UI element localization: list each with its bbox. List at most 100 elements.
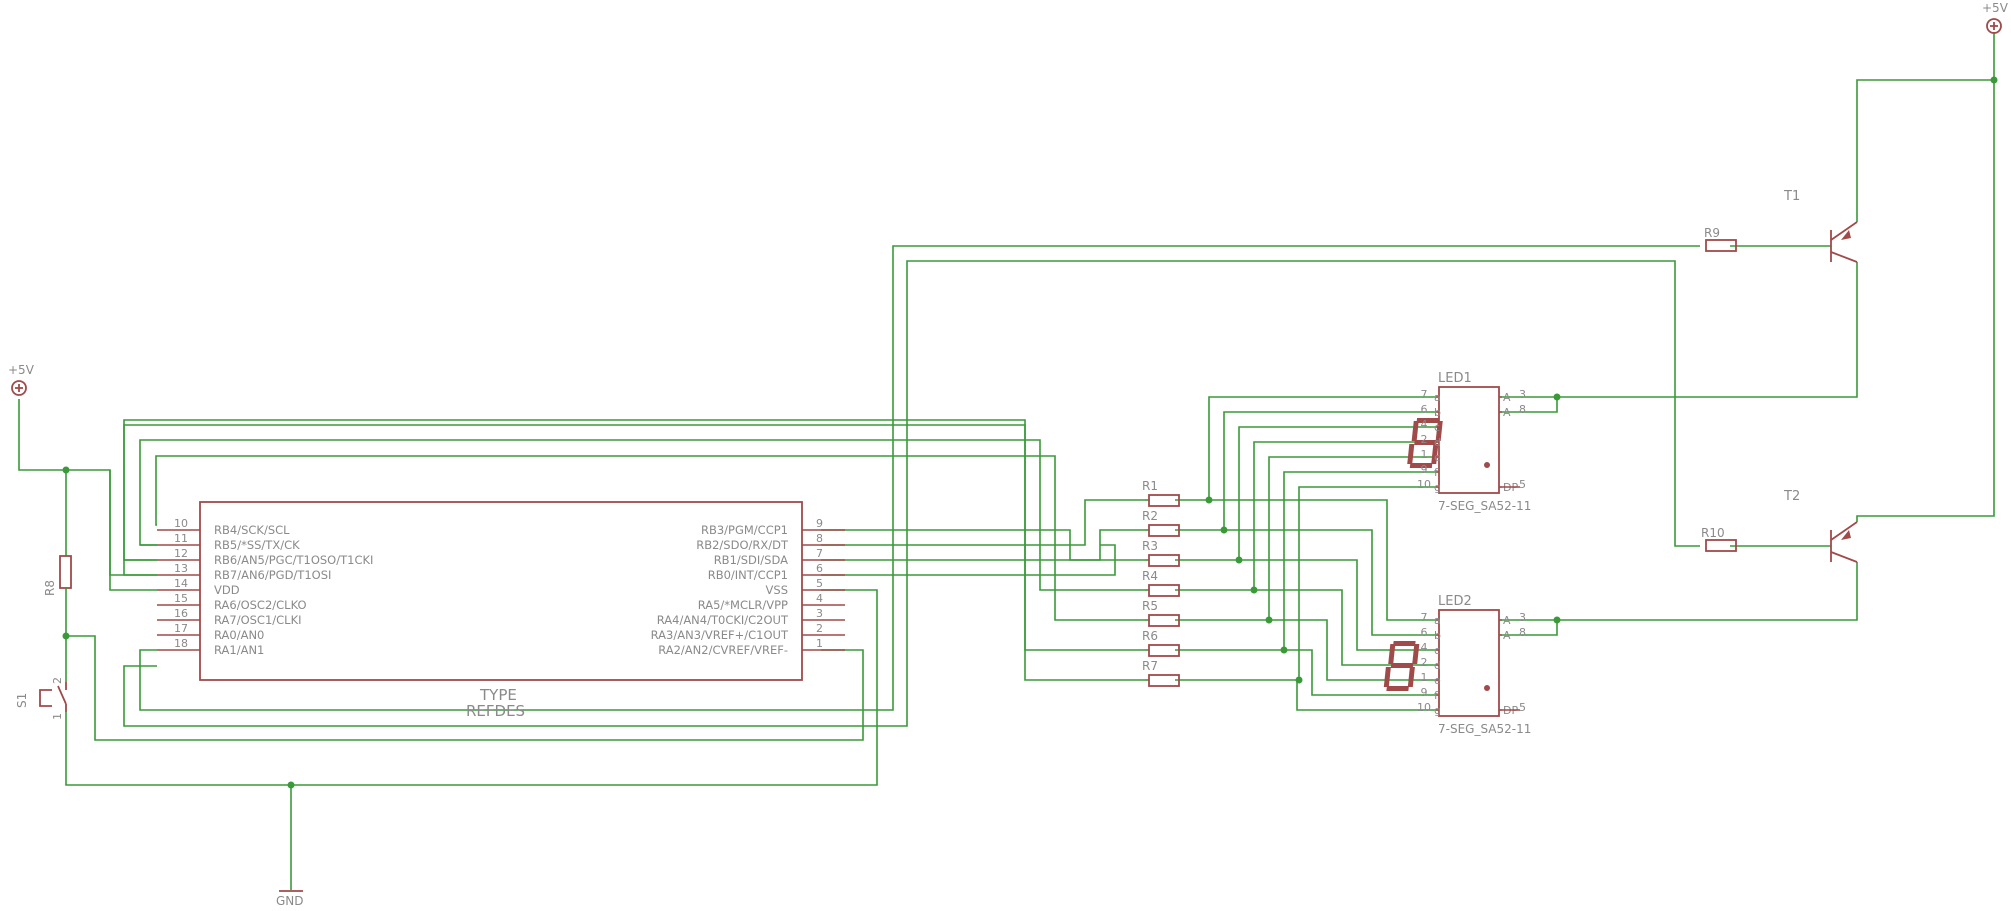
- mcu-pin-number: 4: [816, 592, 823, 605]
- resistor-r9: R9: [1704, 226, 1737, 252]
- switch-s1: S1 1 2: [15, 677, 67, 720]
- mcu-pin-number: 7: [816, 547, 823, 560]
- display-pin-number: 2: [1421, 433, 1428, 446]
- wire: [1253, 441, 1438, 590]
- display-pin-number: 4: [1421, 418, 1428, 431]
- display-pin-number: 1: [1421, 671, 1428, 684]
- wires: [18, 32, 1995, 890]
- display-value-label: 7-SEG_SA52-11: [1438, 722, 1531, 736]
- r4-label: R4: [1142, 569, 1158, 583]
- wire: [1500, 396, 1558, 413]
- mcu-type-label: TYPE: [479, 686, 517, 704]
- vcc-left-symbol: +5V: [8, 363, 35, 396]
- mcu-pin-number: 9: [816, 517, 823, 530]
- r1-label: R1: [1142, 479, 1158, 493]
- r8-label: R8: [43, 580, 57, 596]
- mcu-pin-name: VSS: [766, 583, 788, 597]
- junction: [287, 781, 295, 789]
- resistor-r5: R5: [1142, 599, 1180, 627]
- junction: [1205, 496, 1213, 504]
- display-pin-number: 2: [1421, 656, 1428, 669]
- mcu-pin-number: 13: [174, 562, 188, 575]
- mcu-pin-name: RA2/AN2/CVREF/VREF-: [658, 643, 788, 657]
- junction: [1553, 393, 1561, 401]
- r2-label: R2: [1142, 509, 1158, 523]
- wire: [1208, 396, 1438, 500]
- resistor-r2: R2: [1142, 509, 1180, 537]
- mcu-pin-number: 8: [816, 532, 823, 545]
- mcu-pin-number: 15: [174, 592, 188, 605]
- display-pin-number: 5: [1519, 701, 1526, 714]
- display-pin-seg: A: [1503, 406, 1511, 419]
- wire: [1557, 262, 1858, 398]
- mcu-pin-number: 12: [174, 547, 188, 560]
- mcu-pin-number: 16: [174, 607, 188, 620]
- mcu-pin-name: RB5/*SS/TX/CK: [214, 538, 300, 552]
- wire: [1175, 619, 1438, 681]
- wire: [18, 399, 157, 591]
- wire: [821, 499, 1145, 546]
- mcu-pin-name: RB6/AN5/PGC/T1OSO/T1CKI: [214, 553, 373, 567]
- wire: [1283, 471, 1438, 650]
- mcu-pin-number: 3: [816, 607, 823, 620]
- mcu-pin-name: RB3/PGM/CCP1: [701, 523, 788, 537]
- display-pin-number: 10: [1417, 701, 1431, 714]
- display-pin-number: 6: [1421, 626, 1428, 639]
- display-pin-number: 3: [1519, 611, 1526, 624]
- mcu-pin-name: RA7/OSC1/CLKI: [214, 613, 302, 627]
- resistor-r7: R7: [1142, 659, 1180, 687]
- resistor-r8: R8: [43, 555, 72, 636]
- wire: [65, 589, 878, 786]
- r5-label: R5: [1142, 599, 1158, 613]
- display-pin-seg: b: [1434, 629, 1441, 642]
- wire: [1175, 529, 1438, 636]
- junctions: [62, 76, 1998, 789]
- mcu-pin-name: RA3/AN3/VREF+/C1OUT: [651, 628, 789, 642]
- display-value-label: 7-SEG_SA52-11: [1438, 499, 1531, 513]
- mcu-pin-number: 11: [174, 532, 188, 545]
- wire: [1175, 559, 1438, 651]
- gnd-symbol: GND: [276, 890, 304, 908]
- display-pin-number: 5: [1519, 478, 1526, 491]
- gnd-label: GND: [276, 894, 304, 908]
- mcu-pin-number: 10: [174, 517, 188, 530]
- wire: [66, 635, 864, 741]
- resistor-r1: R1: [1142, 479, 1180, 507]
- r3-label: R3: [1142, 539, 1158, 553]
- wire: [1557, 562, 1858, 621]
- display-pin-seg: d: [1434, 436, 1441, 449]
- wire: [1223, 411, 1438, 530]
- mcu-pin-number: 6: [816, 562, 823, 575]
- mcu-pin-name: RA0/AN0: [214, 628, 264, 642]
- display-pin-number: 9: [1421, 686, 1428, 699]
- mcu-pin-number: 17: [174, 622, 188, 635]
- mcu-pin-name: RA6/OSC2/CLKO: [214, 598, 307, 612]
- display-pin-number: 10: [1417, 478, 1431, 491]
- wire: [123, 260, 1700, 727]
- wire: [1175, 499, 1438, 621]
- junction: [1250, 586, 1258, 594]
- r9-label: R9: [1704, 226, 1720, 240]
- display-pin-number: 4: [1421, 641, 1428, 654]
- display-pin-number: 7: [1421, 388, 1428, 401]
- mcu-pin-name: VDD: [214, 583, 240, 597]
- junction: [1220, 526, 1228, 534]
- transistor-t1: T1: [1783, 189, 1858, 263]
- display-pin-seg: e: [1434, 451, 1441, 464]
- mcu-pin-name: RB0/INT/CCP1: [708, 568, 788, 582]
- wire: [1175, 589, 1438, 666]
- display-pin-seg: g: [1434, 704, 1441, 717]
- mcu-pin-number: 1: [816, 637, 823, 650]
- display-pin-seg: A: [1503, 614, 1511, 627]
- resistor-r6: R6: [1142, 629, 1180, 657]
- seven-segment-digit-icon: [1407, 418, 1490, 468]
- r10-label: R10: [1701, 526, 1725, 540]
- display-pin-seg: d: [1434, 659, 1441, 672]
- display-pin-number: 8: [1519, 626, 1526, 639]
- switch-pin2: 2: [51, 677, 64, 684]
- display-name-label: LED2: [1438, 594, 1472, 609]
- mcu-refdes-label: REFDES: [466, 702, 525, 720]
- mcu-pin-number: 14: [174, 577, 188, 590]
